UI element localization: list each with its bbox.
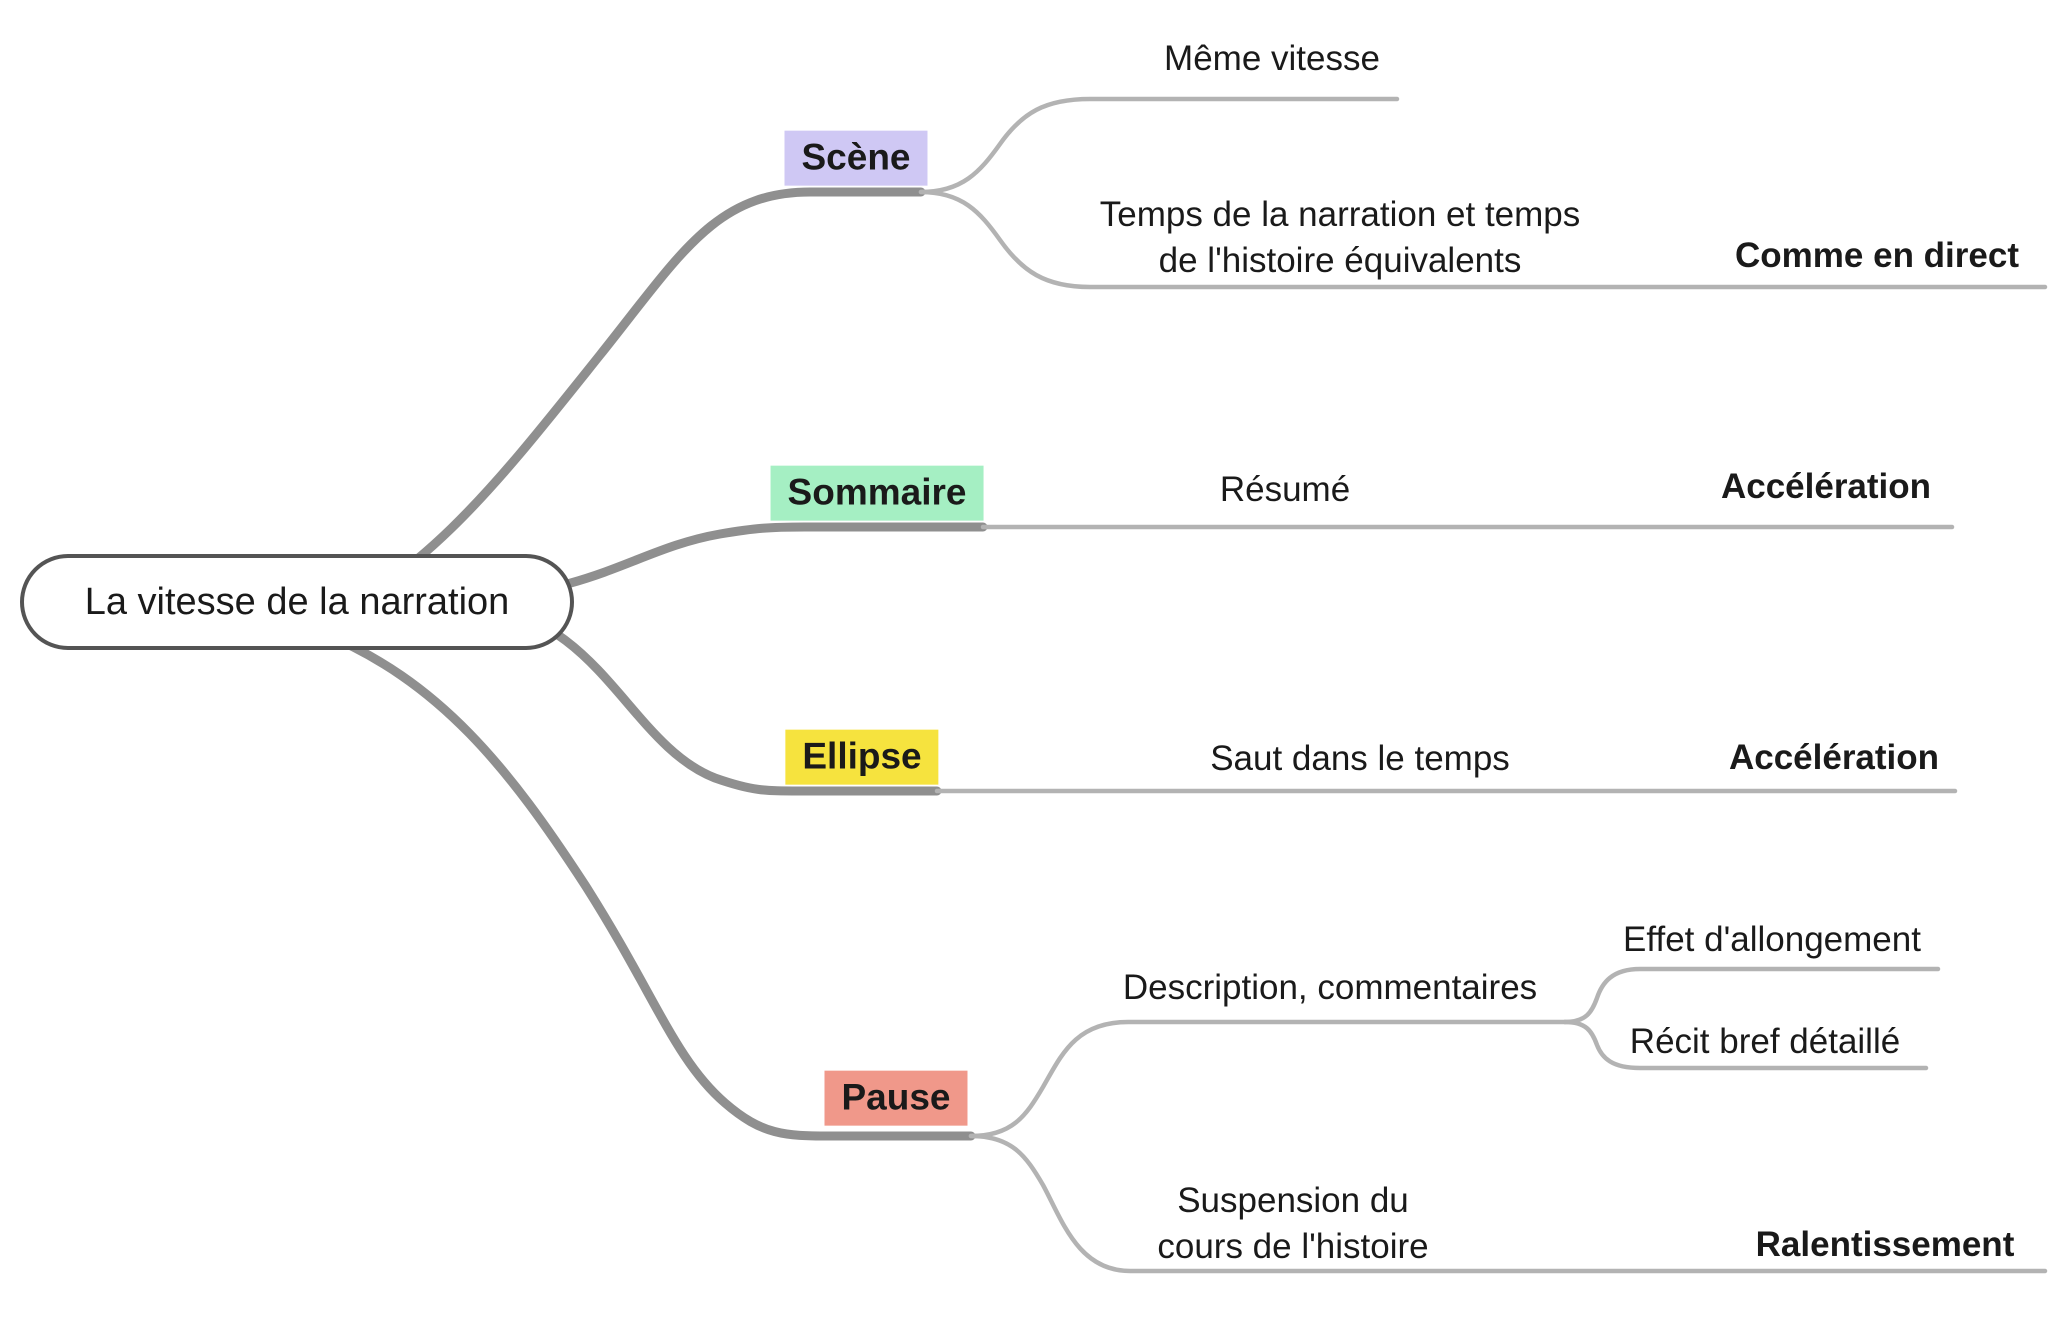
branch-curve-pause [315,627,976,1141]
root-node-shape[interactable] [20,554,574,650]
node-ralentissement[interactable]: Ralentissement [1755,1224,2015,1264]
line-meme-vitesse [918,96,1400,195]
node-temps-narration[interactable]: Temps de la narration et temps de l'hist… [1099,194,1581,280]
node-effet-allongement[interactable]: Effet d'allongement [1623,919,1921,959]
branch-label-sommaire[interactable]: Sommaire [770,465,984,521]
node-description-commentaires[interactable]: Description, commentaires [1122,967,1538,1007]
child-curves [918,96,2048,1274]
branch-label-pause[interactable]: Pause [824,1070,968,1126]
node-suspension-histoire[interactable]: Suspension du cours de l'histoire [1157,1180,1429,1266]
root-node-label[interactable]: La vitesse de la narration [84,580,510,623]
line-suspension [968,1133,2048,1274]
node-acceleration-sommaire[interactable]: Accélération [1720,466,1932,506]
line-temps-node [918,189,2048,290]
line-effet [1562,966,1941,1025]
node-meme-vitesse[interactable]: Même vitesse [1164,38,1380,78]
branch-curves [295,187,988,1141]
line-description [968,1019,1568,1139]
node-acceleration-ellipse[interactable]: Accélération [1728,737,1940,777]
node-saut-dans-le-temps[interactable]: Saut dans le temps [1210,738,1510,778]
node-comme-en-direct[interactable]: Comme en direct [1735,235,2019,275]
node-recit-bref-detaille[interactable]: Récit bref détaillé [1629,1021,1901,1061]
node-resume[interactable]: Résumé [1219,469,1351,509]
branch-label-scene[interactable]: Scène [784,130,928,186]
branch-label-ellipse[interactable]: Ellipse [785,729,939,785]
line-recit [1562,1019,1929,1071]
